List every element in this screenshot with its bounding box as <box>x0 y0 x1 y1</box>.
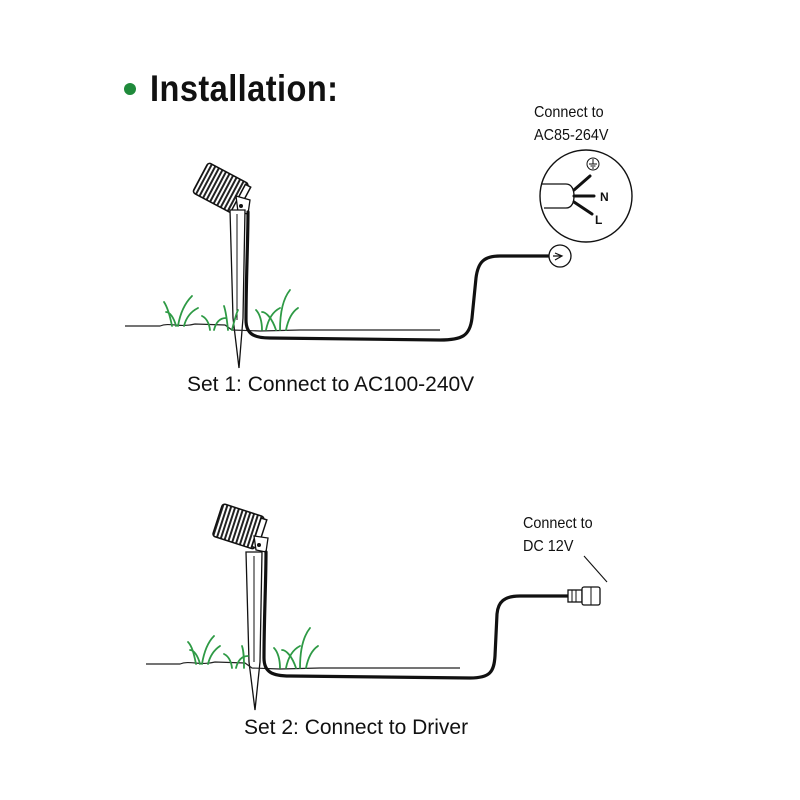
set1-grass <box>163 289 299 331</box>
dc-connector-icon <box>567 586 601 606</box>
set2-cable <box>262 550 572 680</box>
set2-ground-line <box>146 661 460 670</box>
set1-note-line2: AC85-264V <box>534 127 609 144</box>
set1-cable-end-icon <box>548 244 572 268</box>
set2-pointer-line <box>583 555 608 583</box>
bullet-icon <box>124 83 136 95</box>
set1-spotlight-icon <box>192 162 252 215</box>
set1-note: Connect to AC85-264V <box>534 101 608 147</box>
set2-spotlight-icon <box>212 503 269 553</box>
ground-symbol-icon <box>586 157 600 171</box>
page-title: Installation: <box>150 68 339 109</box>
installation-heading: Installation: <box>124 68 364 110</box>
set1-ground-stake <box>229 209 246 369</box>
set2-caption: Set 2: Connect to Driver <box>244 716 469 739</box>
neutral-label: N <box>600 190 609 204</box>
set2-note: Connect to DC 12V <box>523 512 593 558</box>
live-label: L <box>595 213 602 227</box>
set2-note-line1: Connect to <box>523 515 593 532</box>
set1-note-line1: Connect to <box>534 104 604 121</box>
set1-caption: Set 1: Connect to AC100-240V <box>187 373 475 396</box>
set2-grass <box>187 627 319 669</box>
set2-note-line2: DC 12V <box>523 538 574 555</box>
set1-wiring-detail: N L <box>539 149 633 243</box>
set2-ground-stake <box>245 551 263 711</box>
set1-cable <box>244 210 556 342</box>
